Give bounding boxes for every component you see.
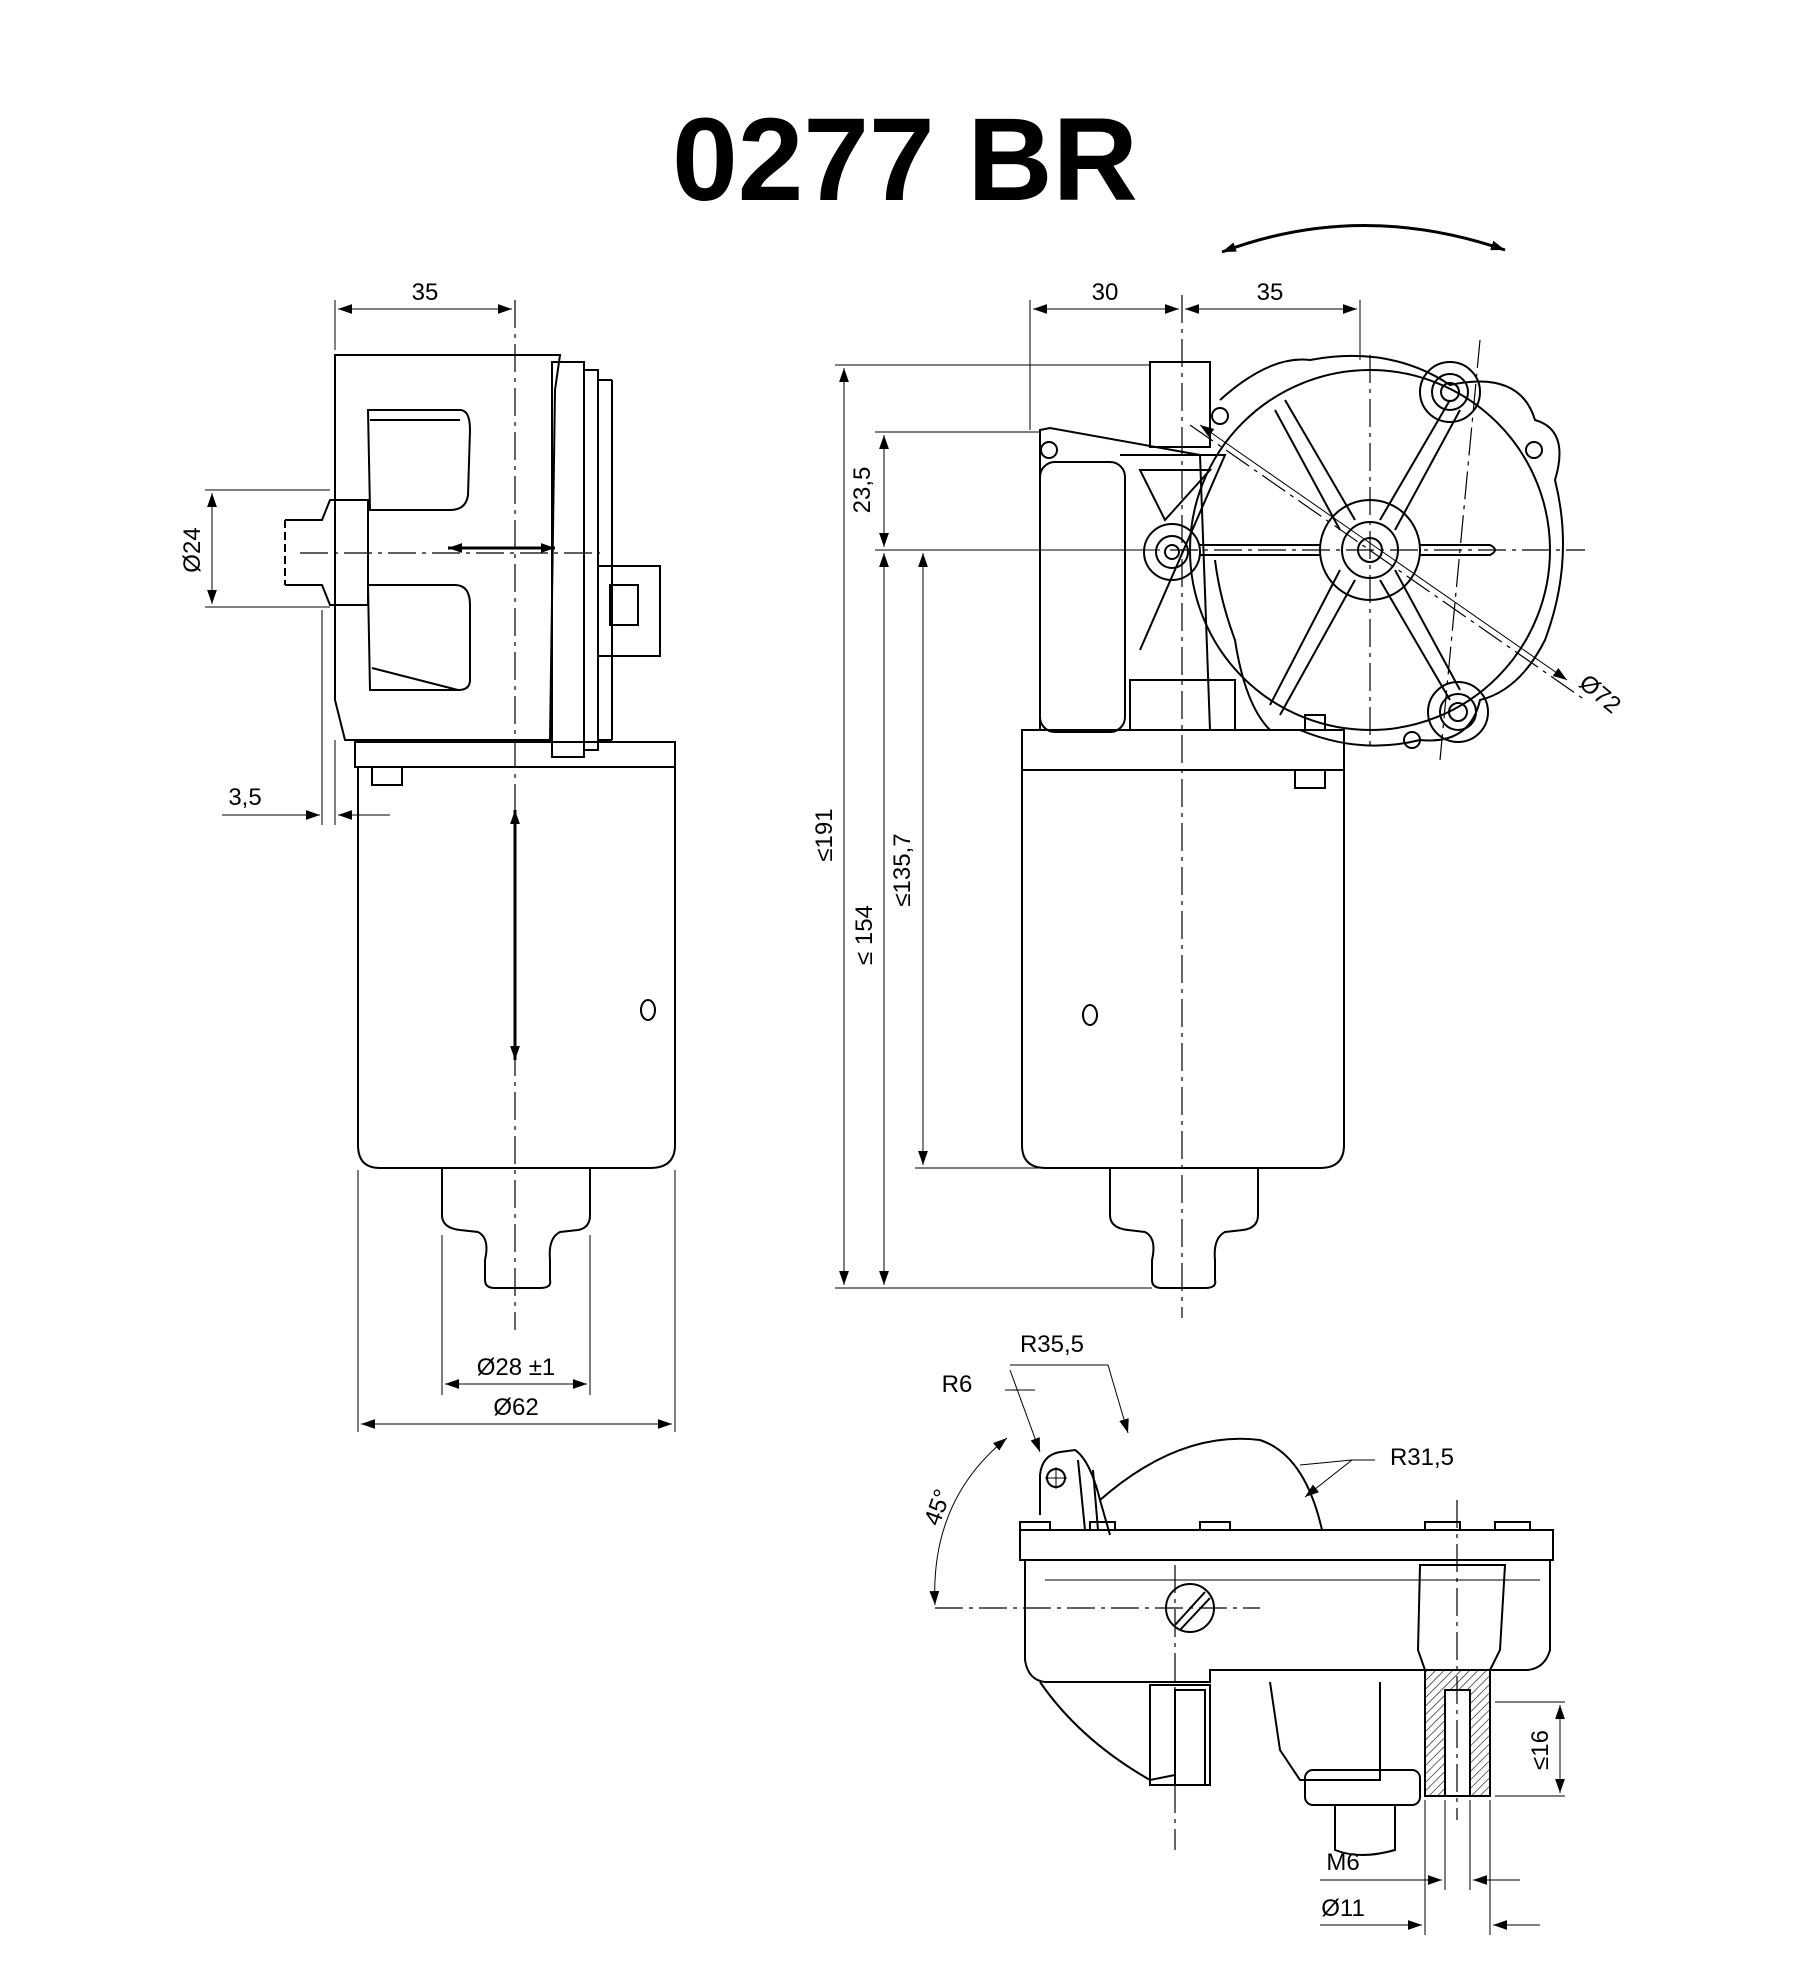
side-dim-35: 35 — [412, 279, 439, 306]
bottom-dim-angle: 45° — [919, 1486, 957, 1529]
front-dim-overall-length: ≤191 — [811, 808, 838, 861]
front-dim-length-135: ≤135,7 — [889, 833, 916, 906]
bottom-dim-radius-large: R35,5 — [1020, 1331, 1084, 1358]
front-motor-body — [1021, 769, 1345, 1169]
side-dim-body-diameter: Ø62 — [493, 1394, 538, 1421]
bottom-view — [929, 1364, 1565, 1935]
bottom-dim-boss-diameter: Ø11 — [1321, 1895, 1365, 1922]
side-gearbox-housing — [334, 354, 562, 741]
bottom-flange-plate — [1019, 1529, 1554, 1561]
front-dim-35: 35 — [1257, 279, 1284, 306]
front-dim-gear-diameter: Ø72 — [1574, 669, 1626, 719]
side-motor-body — [357, 766, 676, 1169]
drawing-title: 0277 BR — [672, 94, 1138, 226]
bottom-dim-thread: M6 — [1326, 1849, 1359, 1876]
bottom-dim-radius-small: R6 — [942, 1371, 973, 1398]
bottom-dim-radius-cover: R31,5 — [1390, 1444, 1454, 1471]
rotation-arrow — [1221, 224, 1506, 254]
front-flange — [1021, 729, 1345, 771]
bottom-lower-housing — [1024, 1560, 1551, 1683]
side-connector — [597, 565, 661, 657]
gear-housing-outline — [1214, 354, 1564, 747]
side-end-bell — [441, 1168, 591, 1289]
side-dim-bearing-diameter: Ø28 ±1 — [477, 1354, 556, 1381]
side-view — [205, 300, 676, 1432]
side-gear-plate — [551, 361, 585, 758]
front-dim-length-154: ≤ 154 — [851, 905, 878, 965]
front-dim-30: 30 — [1092, 279, 1119, 306]
front-end-bell — [1109, 1168, 1259, 1289]
side-dim-offset: 3,5 — [228, 784, 261, 811]
front-dim-pivot-height: 23,5 — [849, 467, 876, 514]
bottom-cover-arc — [1099, 1437, 1323, 1531]
bottom-dim-thread-depth: ≤16 — [1527, 1730, 1554, 1770]
front-view — [835, 224, 1586, 1318]
side-dim-shaft-diameter: Ø24 — [179, 527, 206, 572]
